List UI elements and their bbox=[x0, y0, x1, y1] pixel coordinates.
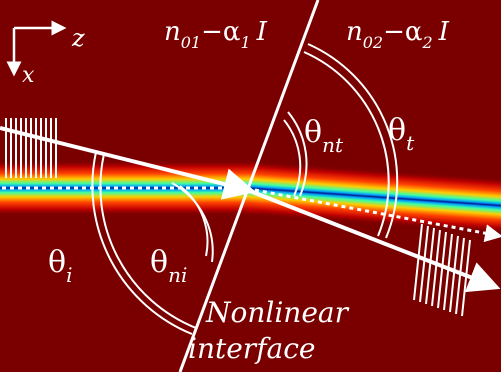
angle-arcs bbox=[91, 43, 399, 335]
theta-ni-label: θni bbox=[150, 245, 187, 287]
interface-label-line1: Nonlinear bbox=[205, 296, 350, 329]
x-axis-label: x bbox=[22, 63, 35, 88]
arc-theta-t bbox=[307, 43, 399, 239]
beam-right bbox=[246, 160, 501, 235]
svg-text:n02−α2I: n02−α2I bbox=[346, 17, 450, 52]
incident-ray bbox=[0, 126, 256, 200]
transmitted-wavefronts bbox=[413, 223, 471, 317]
incident-wavefronts bbox=[5, 118, 57, 178]
interface-label-line2: interface bbox=[188, 332, 316, 365]
svg-text:n01−α1I: n01−α1I bbox=[164, 17, 268, 52]
arc-theta-nt bbox=[287, 111, 308, 197]
axes-indicator bbox=[6, 20, 67, 77]
transmitted-ray bbox=[249, 189, 501, 293]
arc-theta-ni bbox=[171, 182, 214, 263]
arc-theta-i bbox=[91, 151, 193, 335]
theta-nt-label: θnt bbox=[304, 115, 344, 157]
theta-i-label: θi bbox=[48, 245, 72, 287]
beam-centerline bbox=[2, 186, 501, 243]
z-axis-label: z bbox=[71, 24, 85, 52]
theta-t-label: θt bbox=[388, 113, 415, 155]
